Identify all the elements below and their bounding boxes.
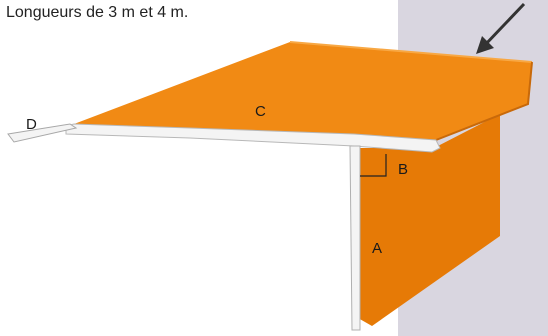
nose-front-edge xyxy=(435,61,533,141)
label-b: B xyxy=(398,161,408,178)
aluminium-lip-d xyxy=(7,123,78,143)
orange-side-face xyxy=(358,114,500,326)
caption-text: Longueurs de 3 m et 4 m. xyxy=(6,4,189,21)
top-face-edge xyxy=(289,41,533,63)
label-d: D xyxy=(26,116,37,133)
aluminium-top-strip xyxy=(65,123,441,153)
orange-top-face xyxy=(74,42,532,140)
label-a: A xyxy=(372,240,382,257)
arrow-head-icon xyxy=(476,36,494,54)
label-c: C xyxy=(255,103,266,120)
arrow-shaft xyxy=(482,2,526,48)
corner-b-marker xyxy=(360,154,387,177)
aluminium-vertical-leg xyxy=(349,145,361,331)
